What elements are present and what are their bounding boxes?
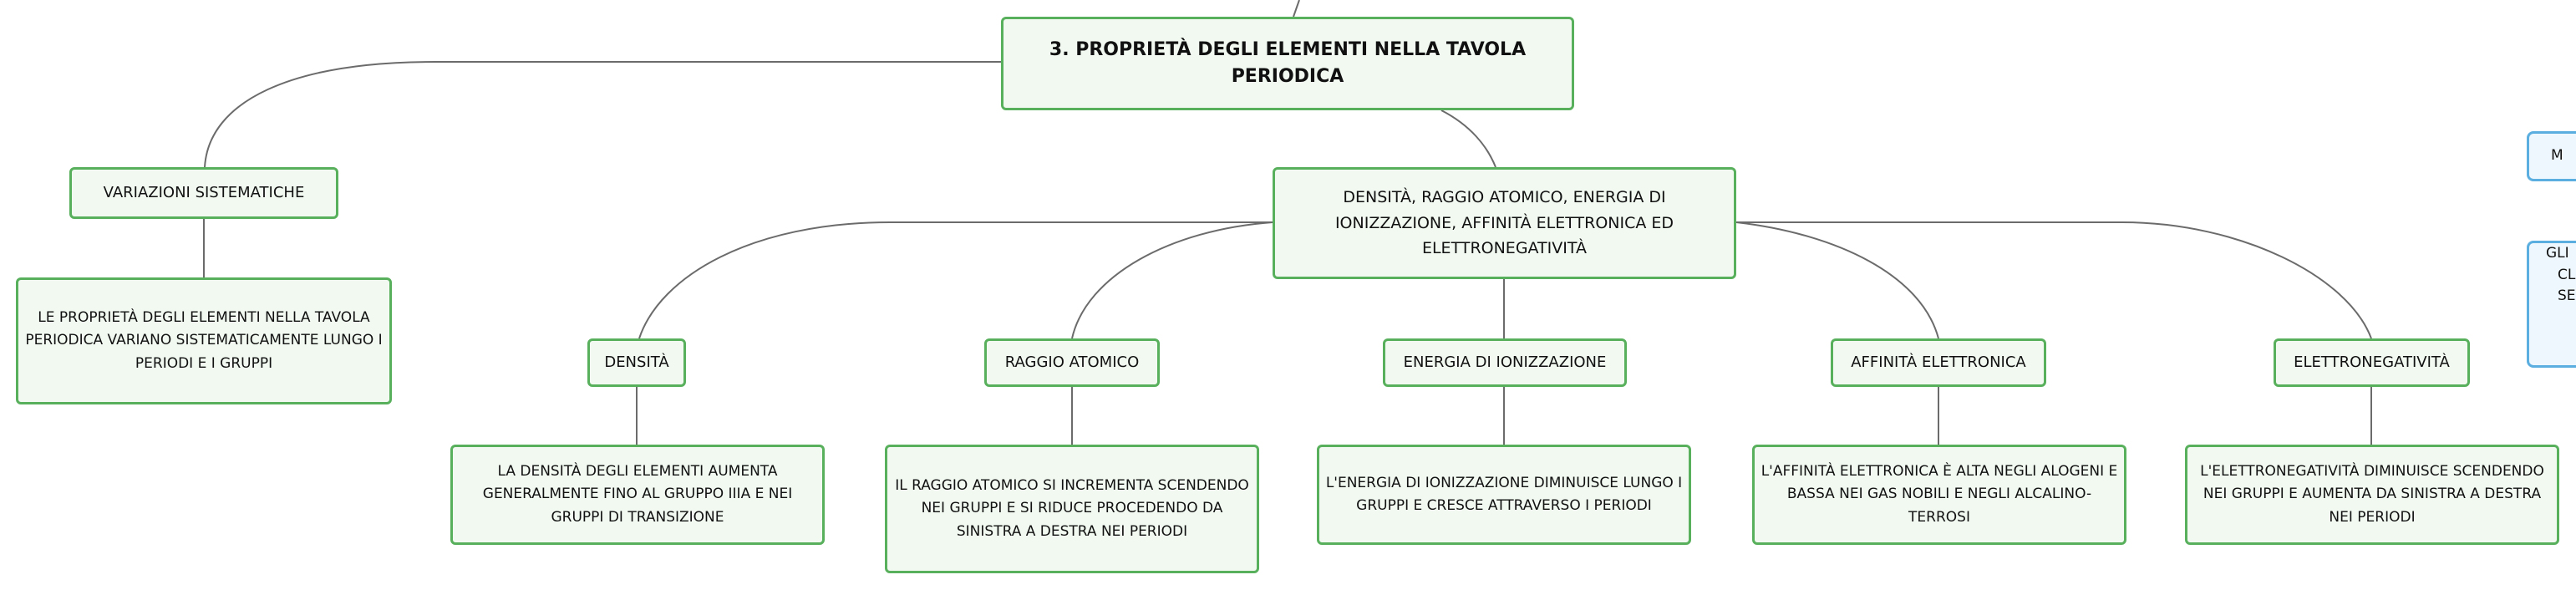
topic-elettronegativita-detail[interactable]: L'ELETTRONEGATIVITÀ DIMINUISCE SCENDENDO… (2185, 445, 2559, 545)
edge-root-up (1293, 0, 1300, 18)
topic-elettronegativita[interactable]: ELETTRONEGATIVITÀ (2274, 338, 2470, 387)
topic-elettronegativita-detail-text: L'ELETTRONEGATIVITÀ DIMINUISCE SCENDENDO… (2200, 463, 2544, 526)
cutoff-topic-top[interactable]: M (2527, 131, 2576, 181)
cutoff-topic-bottom-line-1: GLI (2546, 245, 2569, 262)
topic-group[interactable]: DENSITÀ, RAGGIO ATOMICO, ENERGIA DI IONI… (1273, 167, 1736, 279)
root-topic[interactable]: 3. PROPRIETÀ DEGLI ELEMENTI NELLA TAVOLA… (1001, 17, 1574, 110)
topic-variazioni-detail-text: LE PROPRIETÀ DEGLI ELEMENTI NELLA TAVOLA… (25, 309, 383, 372)
edge-root-group (1440, 109, 1496, 168)
topic-densita-detail-text: LA DENSITÀ DEGLI ELEMENTI AUMENTA GENERA… (482, 463, 793, 526)
edge-group-elettro (1736, 221, 2372, 339)
topic-variazioni-sistematiche[interactable]: VARIAZIONI SISTEMATICHE (69, 167, 338, 219)
topic-energia-ionizzazione[interactable]: ENERGIA DI IONIZZAZIONE (1383, 338, 1627, 387)
edge-group-affinita (1735, 221, 1939, 339)
cutoff-topic-bottom-line-2: CL (2558, 266, 2576, 283)
edge-group-raggio (1071, 221, 1273, 339)
topic-affinita-elettronica-label: AFFINITÀ ELETTRONICA (1851, 353, 2026, 371)
topic-raggio-atomico-label: RAGGIO ATOMICO (1004, 353, 1140, 371)
topic-energia-ionizzazione-label: ENERGIA DI IONIZZAZIONE (1403, 353, 1607, 371)
edge-group-densita (638, 221, 1273, 339)
topic-elettronegativita-label: ELETTRONEGATIVITÀ (2294, 353, 2450, 371)
topic-energia-ionizzazione-detail-text: L'ENERGIA DI IONIZZAZIONE DIMINUISCE LUN… (1325, 474, 1683, 514)
edge-root-variazioni (204, 61, 1001, 168)
topic-densita[interactable]: DENSITÀ (587, 338, 686, 387)
cutoff-topic-bottom-line-3: SE (2558, 287, 2576, 304)
topic-variazioni-sistematiche-label: VARIAZIONI SISTEMATICHE (103, 183, 305, 201)
topic-affinita-elettronica-detail[interactable]: L'AFFINITÀ ELETTRONICA È ALTA NEGLI ALOG… (1752, 445, 2126, 545)
topic-raggio-atomico-detail[interactable]: IL RAGGIO ATOMICO SI INCREMENTA SCENDEND… (885, 445, 1259, 573)
topic-energia-ionizzazione-detail[interactable]: L'ENERGIA DI IONIZZAZIONE DIMINUISCE LUN… (1317, 445, 1691, 545)
topic-densita-label: DENSITÀ (604, 353, 669, 371)
cutoff-topic-bottom[interactable]: GLI CL SE (2527, 241, 2576, 368)
topic-variazioni-detail[interactable]: LE PROPRIETÀ DEGLI ELEMENTI NELLA TAVOLA… (16, 277, 392, 404)
topic-affinita-elettronica-detail-text: L'AFFINITÀ ELETTRONICA È ALTA NEGLI ALOG… (1761, 463, 2118, 526)
topic-raggio-atomico[interactable]: RAGGIO ATOMICO (984, 338, 1160, 387)
topic-densita-detail[interactable]: LA DENSITÀ DEGLI ELEMENTI AUMENTA GENERA… (450, 445, 825, 545)
root-topic-label: 3. PROPRIETÀ DEGLI ELEMENTI NELLA TAVOLA… (1049, 39, 1527, 87)
topic-group-label: DENSITÀ, RAGGIO ATOMICO, ENERGIA DI IONI… (1334, 188, 1674, 258)
topic-affinita-elettronica[interactable]: AFFINITÀ ELETTRONICA (1831, 338, 2046, 387)
topic-raggio-atomico-detail-text: IL RAGGIO ATOMICO SI INCREMENTA SCENDEND… (895, 477, 1249, 540)
cutoff-topic-top-text: M (2551, 147, 2563, 165)
